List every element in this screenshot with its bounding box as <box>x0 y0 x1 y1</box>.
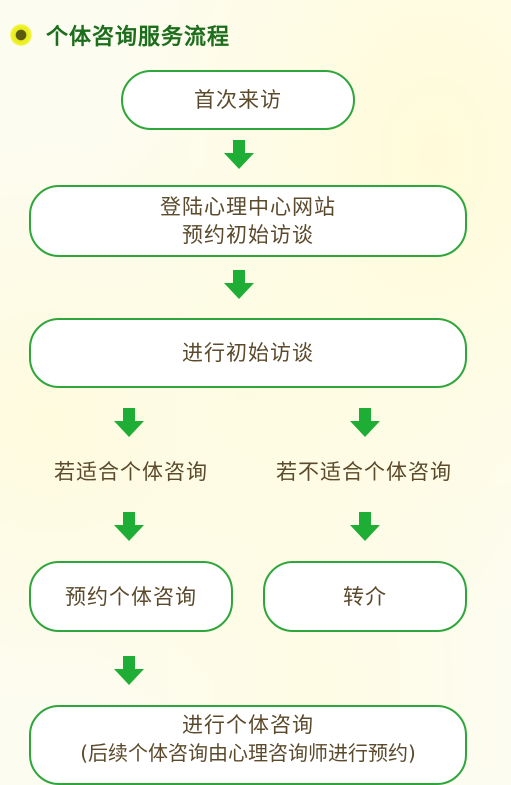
node-conduct-session: 进行个体咨询 (后续个体咨询由心理咨询师进行预约) <box>29 705 467 785</box>
arrow-down-icon <box>223 140 255 170</box>
branch-suitable-label: 若适合个体咨询 <box>54 460 208 484</box>
node-first-visit: 首次来访 <box>121 70 355 130</box>
node-register-online: 登陆心理中心网站 预约初始访谈 <box>29 185 467 257</box>
arrow-down-icon <box>113 512 145 542</box>
node-register-line1: 登陆心理中心网站 <box>160 195 336 219</box>
node-register-line2: 预约初始访谈 <box>182 223 314 247</box>
arrow-down-icon <box>349 512 381 542</box>
node-referral-label: 转介 <box>343 584 387 609</box>
node-initial-interview-label: 进行初始访谈 <box>182 341 314 365</box>
node-initial-interview: 进行初始访谈 <box>29 318 467 388</box>
node-referral: 转介 <box>263 561 467 632</box>
branch-not-suitable-label: 若不适合个体咨询 <box>276 460 452 484</box>
bullet-icon <box>10 24 32 46</box>
arrow-down-icon <box>223 270 255 300</box>
page-title: 个体咨询服务流程 <box>46 25 231 50</box>
arrow-down-icon <box>349 408 381 438</box>
node-conduct-line1: 进行个体咨询 <box>182 713 314 737</box>
node-conduct-line2: (后续个体咨询由心理咨询师进行预约) <box>80 741 416 765</box>
node-first-visit-label: 首次来访 <box>194 88 282 112</box>
node-book-session: 预约个体咨询 <box>29 561 233 632</box>
arrow-down-icon <box>113 656 145 686</box>
node-book-session-label: 预约个体咨询 <box>65 584 197 609</box>
arrow-down-icon <box>113 408 145 438</box>
header: 个体咨询服务流程 <box>10 18 230 52</box>
